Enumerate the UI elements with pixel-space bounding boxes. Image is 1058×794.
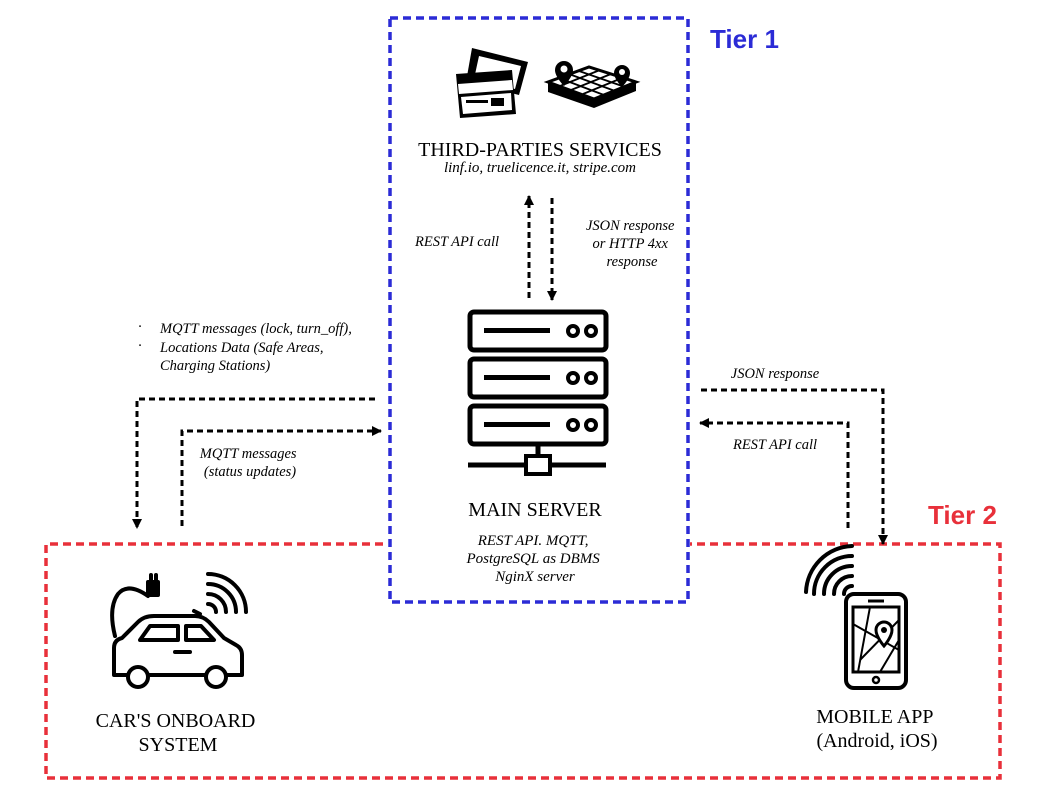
- car-wifi-icon: [206, 572, 248, 614]
- server-to-car-label: · · MQTT messages (lock, turn_off), Loca…: [138, 319, 352, 374]
- rest-call-up-label: REST API call: [414, 234, 499, 250]
- smartphone-icon: [844, 592, 908, 690]
- server-to-mobile-arrow: [701, 388, 888, 545]
- server-to-car-arrow: [132, 397, 375, 529]
- map-icon: [543, 44, 641, 108]
- mobile-title: MOBILE APP (Android, iOS): [816, 706, 938, 752]
- tier2-box: [44, 542, 1002, 780]
- server-to-mobile-label: JSON response: [731, 366, 820, 382]
- json-response-label: JSON response or HTTP 4xx response: [586, 218, 678, 270]
- main-server-details: REST API. MQTT, PostgreSQL as DBMS NginX…: [465, 533, 603, 585]
- tier2-label: Tier 2: [928, 500, 997, 530]
- third-parties-subtitle: linf.io, truelicence.it, stripe.com: [444, 160, 636, 176]
- car-to-server-label: MQTT messages (status updates): [199, 446, 300, 480]
- svg-text:Locations Data (Safe Areas,: Locations Data (Safe Areas,: [159, 340, 324, 356]
- server-icon: [467, 309, 609, 476]
- main-server-title: MAIN SERVER: [468, 499, 602, 521]
- tier1-box: [388, 16, 690, 604]
- phone-wifi-icon: [804, 544, 854, 596]
- mobile-to-server-label: REST API call: [732, 437, 817, 453]
- mobile-to-server-arrow: [699, 418, 850, 528]
- svg-text:MQTT messages (lock, turn_off): MQTT messages (lock, turn_off),: [159, 321, 352, 337]
- car-icon: [110, 573, 244, 689]
- svg-text:·: ·: [138, 338, 142, 354]
- car-title: CAR'S ONBOARD SYSTEM: [96, 710, 261, 756]
- car-to-server-arrow: [180, 426, 382, 526]
- third-parties-title: THIRD-PARTIES SERVICES: [418, 139, 662, 161]
- svg-text:Charging Stations): Charging Stations): [160, 358, 270, 374]
- credit-cards-icon: [456, 48, 528, 118]
- tier1-label: Tier 1: [710, 24, 779, 54]
- svg-text:·: ·: [138, 319, 142, 335]
